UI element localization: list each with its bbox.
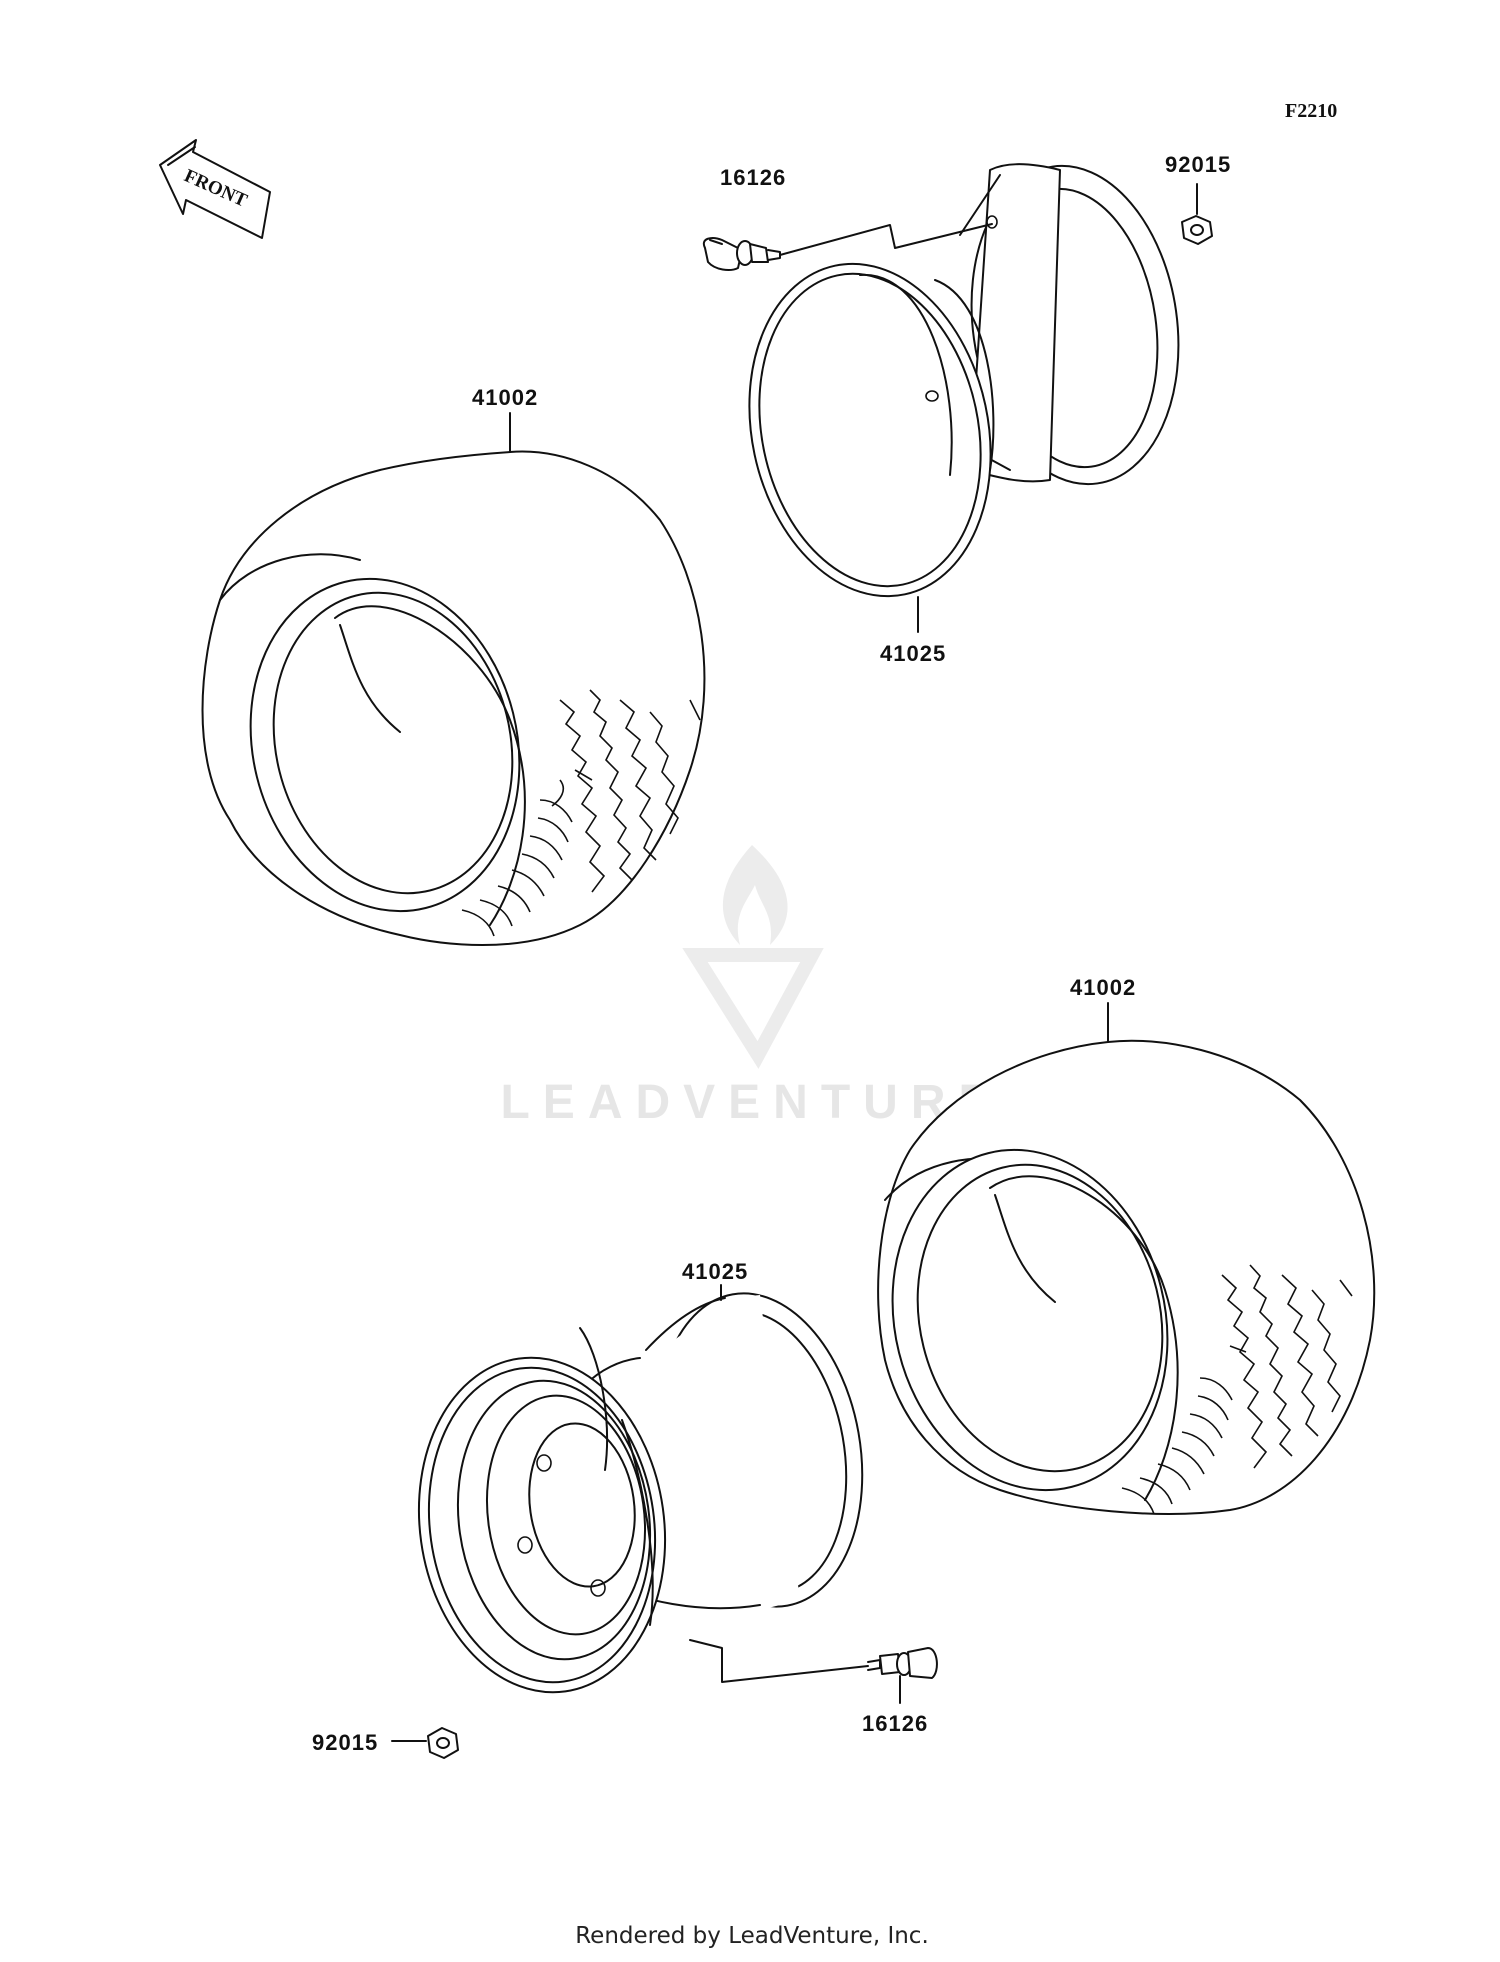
part-label-wheel-top: 41025 <box>880 641 946 666</box>
part-label-wheel-bottom: 41025 <box>682 1259 748 1284</box>
valve-stem-bottom <box>867 1647 938 1679</box>
part-label-valve-top: 16126 <box>720 165 786 190</box>
watermark-text: LEADVENTURE <box>500 1076 1003 1129</box>
watermark-logo-icon <box>682 845 824 1069</box>
lug-nut-top-icon <box>1181 215 1213 245</box>
diagram-code: F2210 <box>1285 100 1337 122</box>
wheel-rim-top <box>748 163 1180 598</box>
part-label-nut-bottom: 92015 <box>312 1730 378 1755</box>
lug-nut-bottom-icon <box>427 1727 459 1759</box>
front-arrow-icon: FRONT <box>159 139 271 239</box>
part-label-nut-top: 92015 <box>1165 152 1231 177</box>
tire-top <box>201 450 706 946</box>
valve-stem-top <box>702 237 781 271</box>
watermark: LEADVENTURE <box>500 845 1003 1129</box>
part-label-tire-top: 41002 <box>472 385 538 410</box>
leader-line-valve-top <box>779 223 993 256</box>
part-label-tire-bottom: 41002 <box>1070 975 1136 1000</box>
tire-bottom <box>877 1039 1376 1515</box>
part-label-valve-bottom: 16126 <box>862 1711 928 1736</box>
leader-line-valve-bottom <box>689 1639 869 1683</box>
wheel-rim-bottom <box>417 1292 864 1694</box>
footer-credit: Rendered by LeadVenture, Inc. <box>575 1923 929 1949</box>
